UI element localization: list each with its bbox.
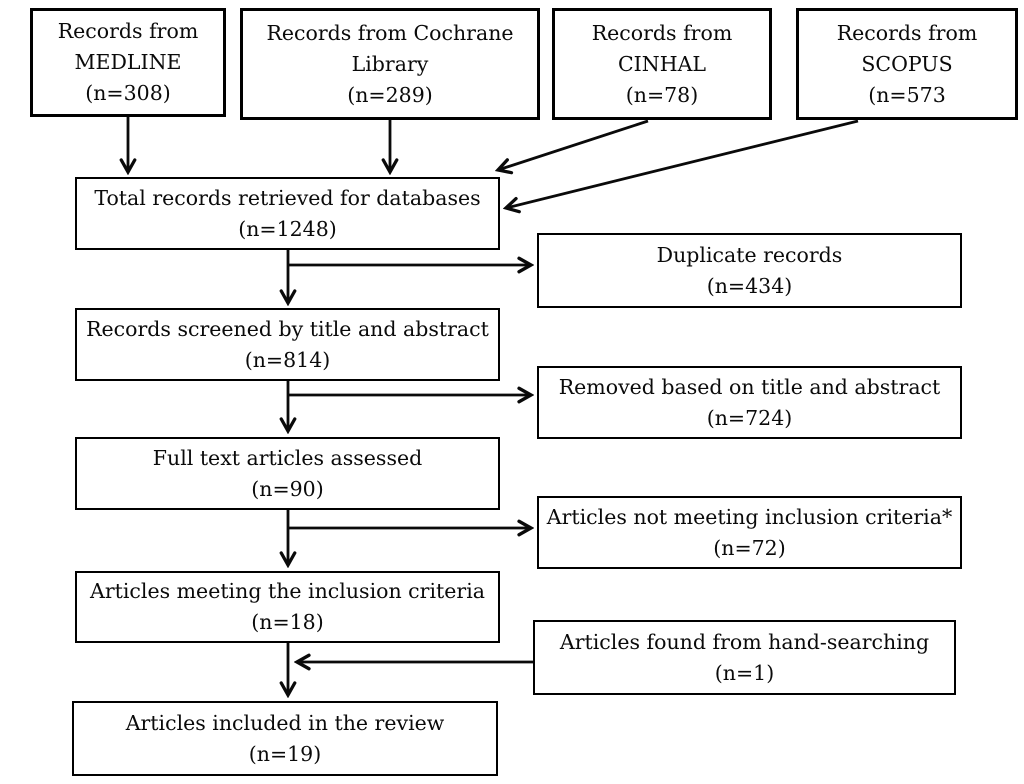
node-meeting-count: (n=18) (251, 610, 324, 634)
node-screened-label: Records screened by title and abstract (86, 316, 489, 341)
node-removed: Removed based on title and abstract (n=7… (537, 366, 962, 439)
node-medline: Records from MEDLINE (n=308) (30, 8, 226, 117)
node-fulltext-label: Full text articles assessed (152, 445, 423, 470)
node-cinhal-count: (n=78) (625, 82, 699, 107)
node-cinhal-label: Records from CINHAL (591, 20, 733, 76)
node-cochrane: Records from Cochrane Library (n=289) (240, 8, 540, 120)
node-medline-count: (n=308) (85, 81, 171, 105)
node-removed-count: (n=724) (706, 405, 793, 430)
node-fulltext-count: (n=90) (251, 476, 324, 501)
node-total-label: Total records retrieved for databases (94, 185, 481, 210)
node-cinhal: Records from CINHAL (n=78) (552, 8, 772, 120)
arrow-scopus-to-total (506, 119, 859, 208)
node-criteria-count: (n=72) (713, 535, 786, 560)
node-criteria: Articles not meeting inclusion criteria*… (537, 496, 962, 569)
node-fulltext: Full text articles assessed (n=90) (75, 437, 500, 510)
node-scopus-label: Records from SCOPUS (836, 20, 978, 76)
node-cochrane-count: (n=289) (347, 82, 433, 107)
node-meeting: Articles meeting the inclusion criteria … (75, 571, 500, 643)
node-duplicates-count: (n=434) (706, 273, 793, 298)
arrow-cinhal-to-total (498, 119, 649, 170)
node-medline-label: Records from MEDLINE (57, 19, 199, 74)
node-total-count: (n=1248) (238, 216, 337, 241)
node-total: Total records retrieved for databases (n… (75, 177, 500, 250)
node-scopus: Records from SCOPUS (n=573 (796, 8, 1018, 120)
node-criteria-label: Articles not meeting inclusion criteria* (546, 504, 953, 529)
node-duplicates: Duplicate records (n=434) (537, 233, 962, 308)
node-screened-count: (n=814) (244, 347, 331, 372)
node-handsearch-count: (n=1) (714, 660, 775, 685)
node-included-label: Articles included in the review (125, 710, 445, 735)
node-included: Articles included in the review (n=19) (72, 701, 498, 776)
node-scopus-count: (n=573 (868, 82, 946, 107)
node-cochrane-label: Records from Cochrane Library (266, 20, 514, 76)
node-meeting-label: Articles meeting the inclusion criteria (90, 579, 485, 603)
node-screened: Records screened by title and abstract (… (75, 308, 500, 381)
node-included-count: (n=19) (248, 741, 322, 766)
node-handsearch-label: Articles found from hand-searching (559, 629, 930, 654)
node-removed-label: Removed based on title and abstract (558, 374, 941, 399)
node-duplicates-label: Duplicate records (656, 242, 843, 267)
node-handsearch: Articles found from hand-searching (n=1) (533, 620, 956, 695)
